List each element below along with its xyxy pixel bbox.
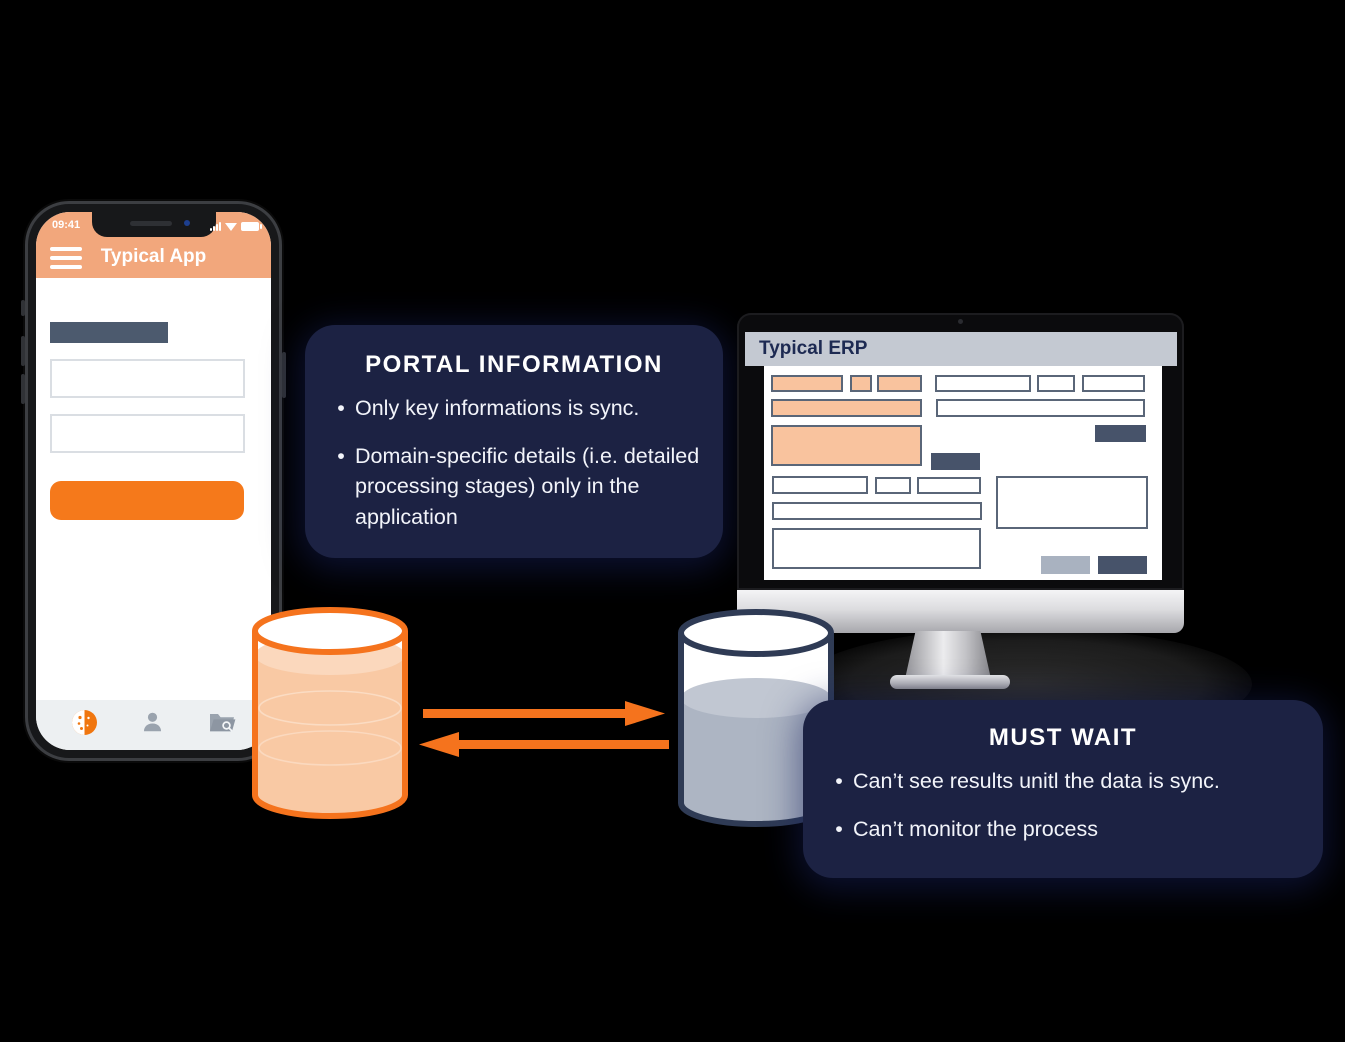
erp-field-orange-3[interactable] xyxy=(877,375,922,392)
erp-field-2[interactable] xyxy=(1037,375,1075,392)
sync-arrow-right xyxy=(423,701,665,726)
folder-search-icon[interactable] xyxy=(208,711,236,739)
erp-field-orange-5[interactable] xyxy=(771,425,922,466)
monitor-stand-base xyxy=(890,675,1010,689)
list-item: • Domain-specific details (i.e. detailed… xyxy=(305,441,723,533)
portal-information-bullets: • Only key informations is sync. • Domai… xyxy=(305,393,723,532)
list-item: • Only key informations is sync. xyxy=(305,393,723,424)
erp-monitor-mockup: Typical ERP xyxy=(737,313,1184,693)
erp-button-dark-3[interactable] xyxy=(1098,556,1147,574)
portal-information-title: PORTAL INFORMATION xyxy=(365,351,663,378)
submit-button[interactable] xyxy=(50,481,244,520)
app-body xyxy=(36,278,271,700)
battery-icon xyxy=(241,222,262,231)
phone-notch xyxy=(91,212,216,237)
moon-icon[interactable] xyxy=(71,709,98,741)
signal-icon xyxy=(210,222,221,231)
erp-database-cylinder xyxy=(676,607,836,833)
bullet-text: Can’t see results unitl the data is sync… xyxy=(853,769,1220,793)
erp-field-5[interactable] xyxy=(772,476,868,494)
form-label-placeholder xyxy=(50,322,168,343)
erp-button-gray[interactable] xyxy=(1041,556,1090,574)
list-item: • Can’t see results unitl the data is sy… xyxy=(803,766,1323,797)
erp-textarea-1[interactable] xyxy=(996,476,1148,529)
portal-database-cylinder xyxy=(250,605,410,826)
must-wait-bullets: • Can’t see results unitl the data is sy… xyxy=(803,766,1323,844)
erp-window-title: Typical ERP xyxy=(759,338,868,359)
status-icons xyxy=(210,222,262,231)
monitor-bezel: Typical ERP xyxy=(737,313,1184,590)
erp-field-1[interactable] xyxy=(935,375,1031,392)
bullet-glyph: • xyxy=(835,816,843,841)
erp-field-3[interactable] xyxy=(1082,375,1145,392)
phone-volume-up-button xyxy=(21,336,25,366)
bullet-text: Only key informations is sync. xyxy=(355,396,640,420)
status-time: 09:41 xyxy=(52,219,81,231)
input-field-1[interactable] xyxy=(50,359,245,398)
bottom-nav-bar xyxy=(36,700,271,750)
erp-window-titlebar: Typical ERP xyxy=(745,332,1177,366)
sync-arrows xyxy=(415,697,671,762)
bullet-glyph: • xyxy=(337,443,345,468)
erp-field-orange-2[interactable] xyxy=(850,375,872,392)
phone-power-button xyxy=(282,352,286,398)
phone-volume-down-button xyxy=(21,374,25,404)
erp-field-8[interactable] xyxy=(772,502,982,520)
phone-mute-switch xyxy=(21,300,25,316)
erp-textarea-2[interactable] xyxy=(772,528,981,569)
input-field-2[interactable] xyxy=(50,414,245,453)
status-bar: 09:41 xyxy=(36,212,271,238)
erp-button-dark-1[interactable] xyxy=(1095,425,1146,442)
speaker-slot xyxy=(129,221,172,226)
erp-field-6[interactable] xyxy=(875,477,911,494)
app-title-bar: Typical App xyxy=(36,238,271,278)
erp-field-orange-1[interactable] xyxy=(771,375,843,392)
erp-button-dark-2[interactable] xyxy=(931,453,980,470)
bullet-text: Can’t monitor the process xyxy=(853,816,1098,841)
app-header: 09:41 xyxy=(36,212,271,278)
app-title: Typical App xyxy=(100,246,207,267)
erp-field-4[interactable] xyxy=(936,399,1145,417)
webcam-dot xyxy=(958,319,963,324)
person-icon[interactable] xyxy=(140,710,165,740)
phone-screen: 09:41 xyxy=(36,212,271,750)
bullet-glyph: • xyxy=(337,396,345,420)
must-wait-title: MUST WAIT xyxy=(988,724,1138,751)
erp-field-7[interactable] xyxy=(917,477,981,494)
must-wait-callout: MUST WAIT • Can’t see results unitl the … xyxy=(803,700,1323,878)
phone-mockup: 09:41 xyxy=(21,201,286,761)
bullet-text: Domain-specific details (i.e. detailed p… xyxy=(355,443,700,529)
front-camera-dot xyxy=(183,220,190,226)
wifi-icon xyxy=(225,223,237,231)
list-item: • Can’t monitor the process xyxy=(803,814,1323,845)
erp-form-area xyxy=(764,366,1162,580)
sync-arrow-left xyxy=(419,732,669,757)
hamburger-menu-icon[interactable] xyxy=(50,247,82,269)
portal-information-callout: PORTAL INFORMATION • Only key informatio… xyxy=(305,325,723,558)
erp-field-orange-4[interactable] xyxy=(771,399,922,417)
bullet-glyph: • xyxy=(835,769,843,793)
